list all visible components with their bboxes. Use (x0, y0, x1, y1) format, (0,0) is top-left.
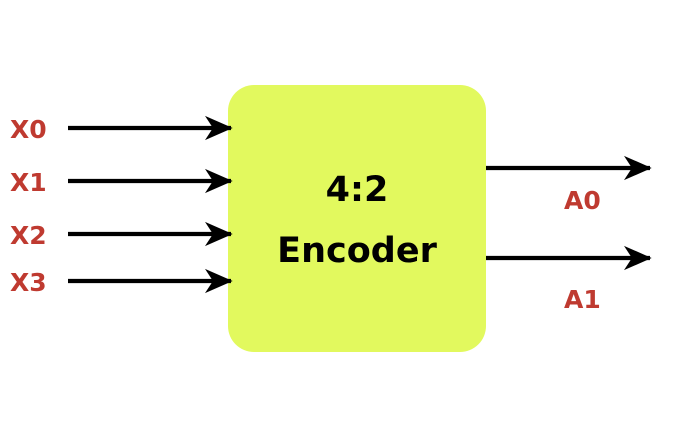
output-label-a1: A1 (564, 285, 601, 314)
input-label-x1: X1 (10, 168, 47, 197)
encoder-block-ratio-label: 4:2 (325, 170, 389, 210)
encoder-block-shape (228, 85, 486, 352)
output-label-a0: A0 (564, 186, 601, 215)
input-label-x0: X0 (10, 115, 47, 144)
input-label-x2: X2 (10, 221, 47, 250)
encoder-block-name-label: Encoder (277, 231, 437, 271)
input-label-x3: X3 (10, 268, 47, 297)
